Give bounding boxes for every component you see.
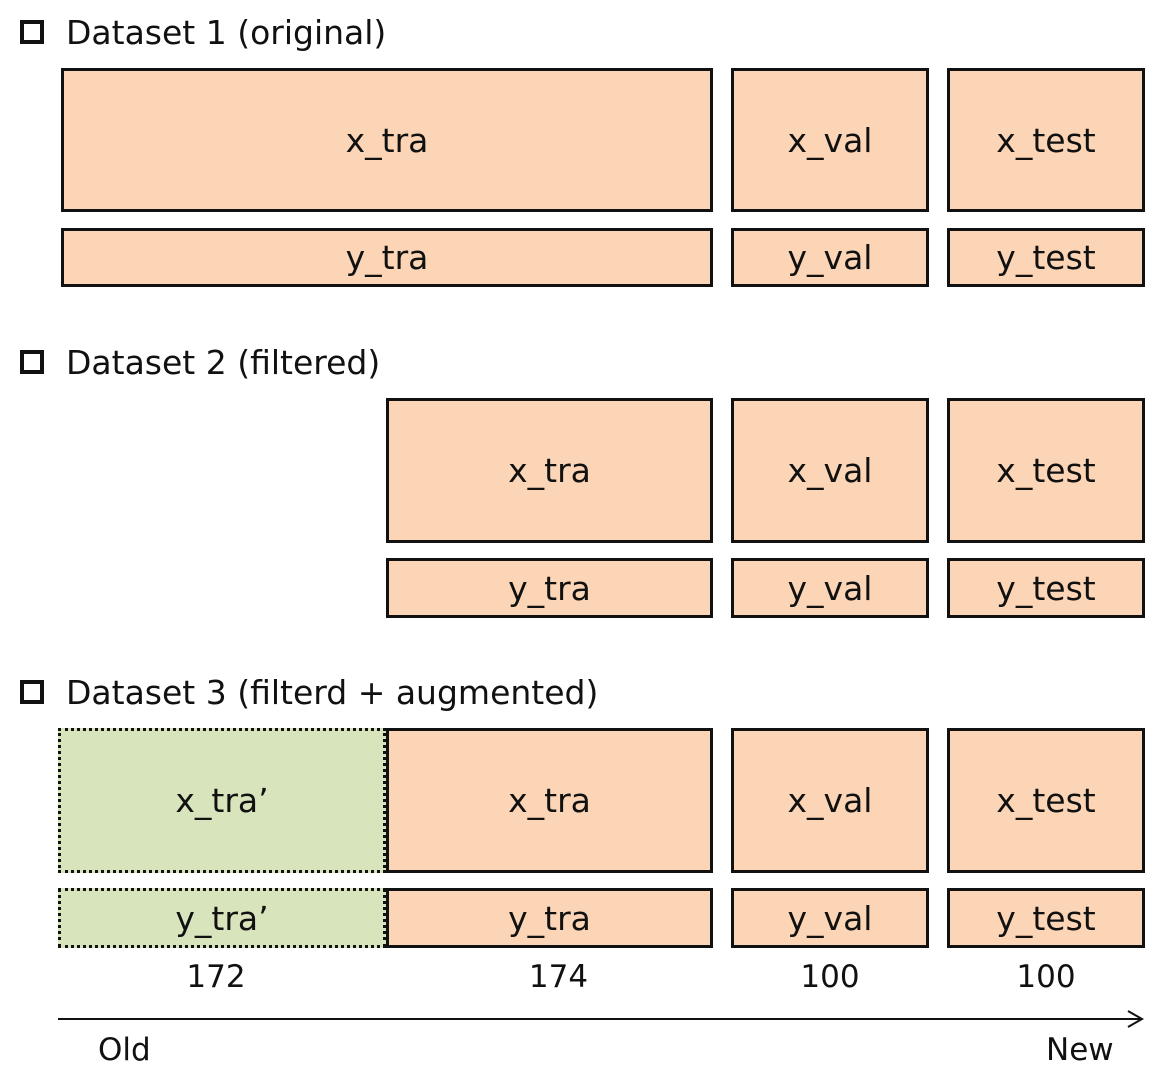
checkbox-icon xyxy=(20,350,44,374)
dataset-2-title: Dataset 2 (filtered) xyxy=(20,342,380,382)
dataset-1-y-test-box: y_test xyxy=(947,228,1145,287)
dataset-3-title: Dataset 3 (filterd + augmented) xyxy=(20,672,598,712)
axis-label-new: New xyxy=(1046,1032,1114,1068)
dataset-3-y-tra-box: y_tra xyxy=(386,888,713,948)
dataset-3-x-val-box: x_val xyxy=(731,728,929,873)
dataset-3-x-tra-aug-box: x_tra’ xyxy=(58,728,386,873)
dataset-1-y-tra-box: y_tra xyxy=(61,228,713,287)
dataset-3-title-text: Dataset 3 (filterd + augmented) xyxy=(66,672,599,712)
checkbox-icon xyxy=(20,20,44,44)
axis-label-old: Old xyxy=(98,1032,151,1068)
dataset-2-title-text: Dataset 2 (filtered) xyxy=(66,342,381,382)
dataset-3-y-test-box: y_test xyxy=(947,888,1145,948)
checkbox-icon xyxy=(20,680,44,704)
dataset-1-x-tra-box: x_tra xyxy=(61,68,713,212)
dataset-1-x-test-box: x_test xyxy=(947,68,1145,212)
dataset-2-y-test-box: y_test xyxy=(947,558,1145,618)
count-val: 100 xyxy=(800,959,860,995)
dataset-3-x-tra-box: x_tra xyxy=(386,728,713,873)
dataset-3-x-test-box: x_test xyxy=(947,728,1145,873)
dataset-1-x-val-box: x_val xyxy=(731,68,929,212)
dataset-2-x-val-box: x_val xyxy=(731,398,929,543)
dataset-1-y-val-box: y_val xyxy=(731,228,929,287)
dataset-2-y-val-box: y_val xyxy=(731,558,929,618)
dataset-1-title-text: Dataset 1 (original) xyxy=(66,12,387,52)
dataset-2-x-test-box: x_test xyxy=(947,398,1145,543)
dataset-3-y-val-box: y_val xyxy=(731,888,929,948)
count-augmented-tra: 172 xyxy=(186,959,246,995)
dataset-1-title: Dataset 1 (original) xyxy=(20,12,386,52)
count-tra: 174 xyxy=(528,959,589,995)
dataset-3-y-tra-aug-box: y_tra’ xyxy=(58,888,386,948)
dataset-2-x-tra-box: x_tra xyxy=(386,398,713,543)
dataset-2-y-tra-box: y_tra xyxy=(386,558,713,618)
time-arrow-icon xyxy=(58,1010,1145,1028)
count-test: 100 xyxy=(1016,959,1076,995)
